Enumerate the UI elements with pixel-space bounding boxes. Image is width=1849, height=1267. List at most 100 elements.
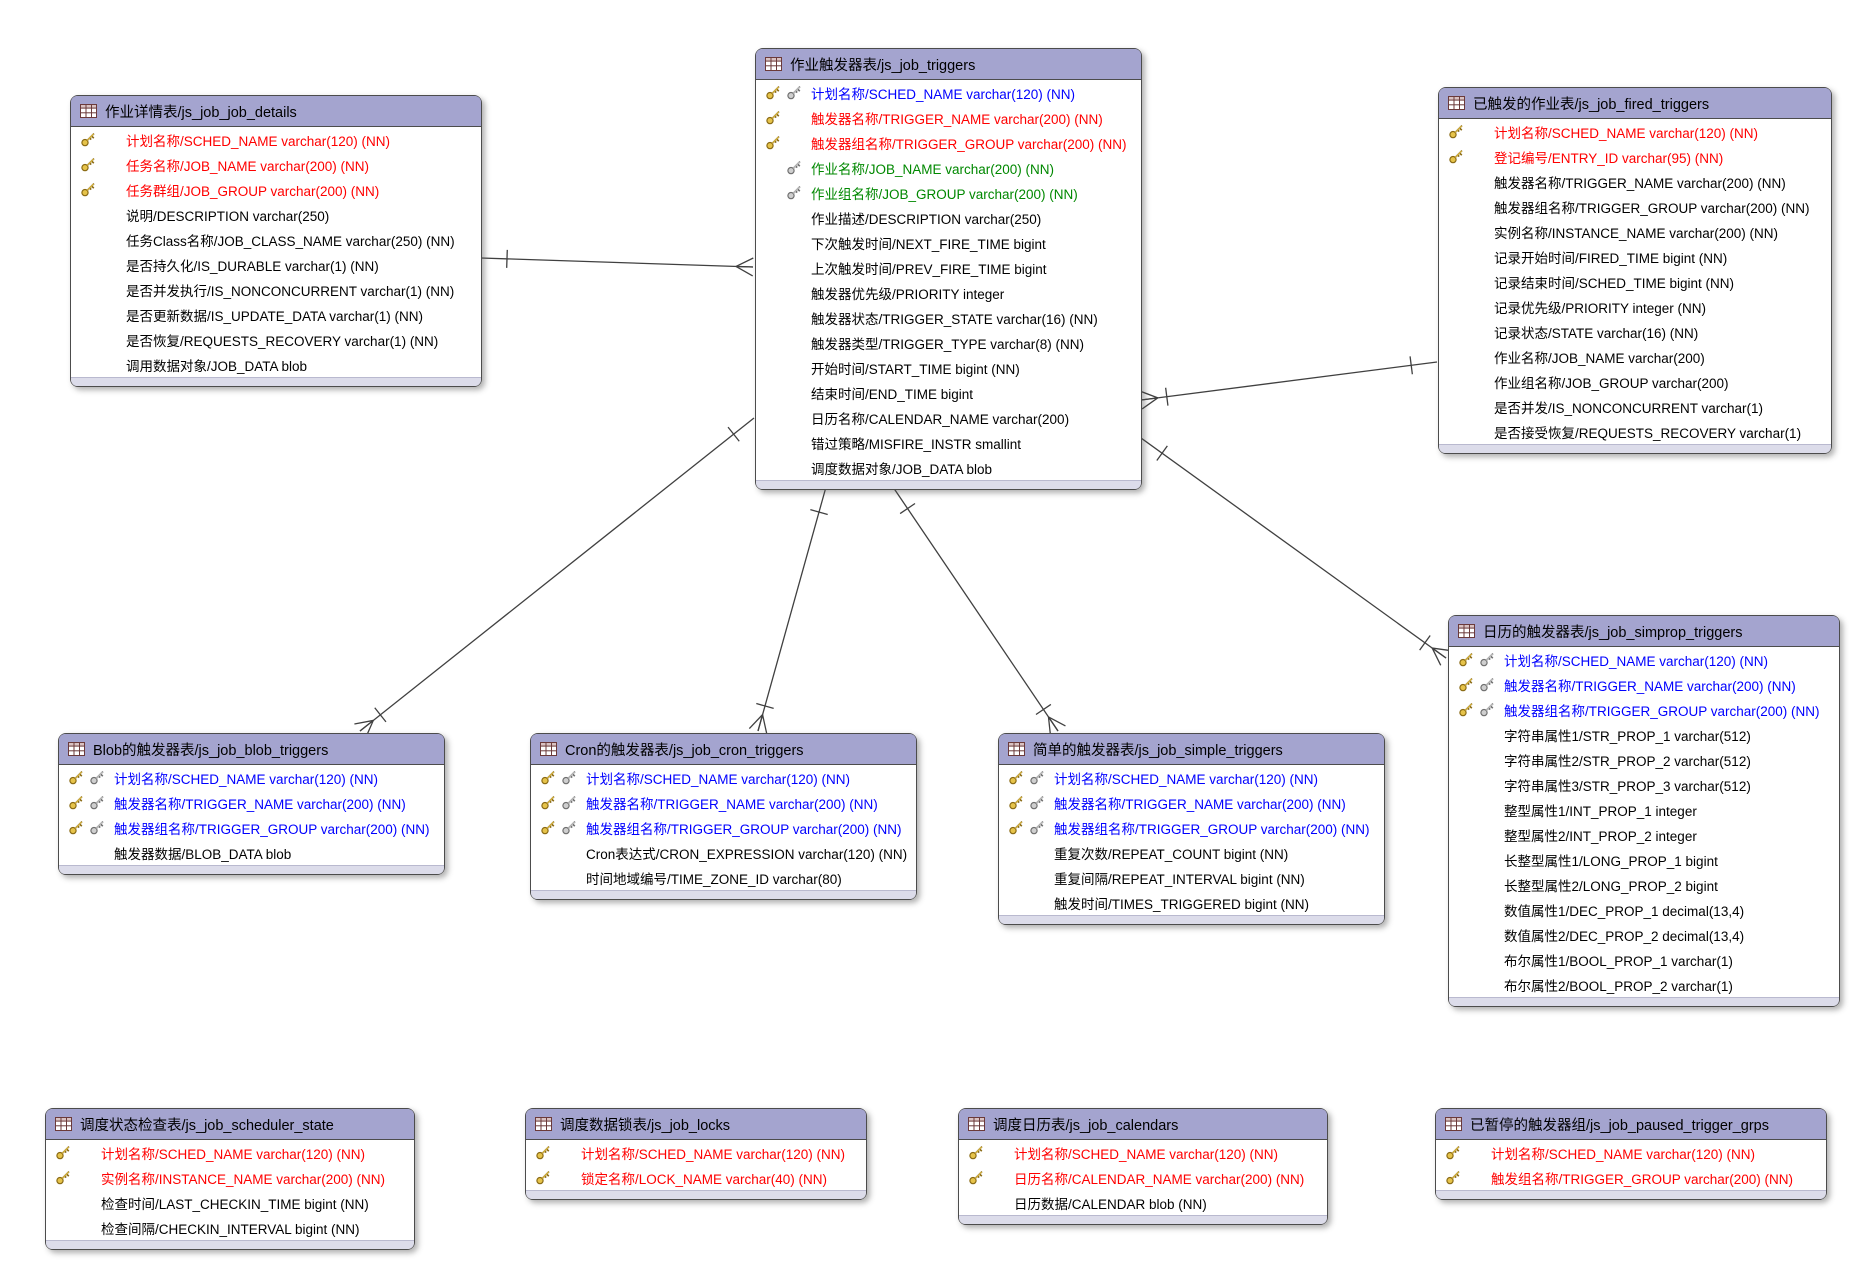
column-row[interactable]: 计划名称/SCHED_NAME varchar(120) (NN) (71, 127, 481, 152)
column-row[interactable]: 触发器数据/BLOB_DATA blob (59, 840, 444, 865)
column-row[interactable]: 调度数据对象/JOB_DATA blob (756, 455, 1141, 480)
column-row[interactable]: 日历数据/CALENDAR blob (NN) (959, 1190, 1327, 1215)
column-row[interactable]: 登记编号/ENTRY_ID varchar(95) (NN) (1439, 144, 1831, 169)
column-row[interactable]: 触发器优先级/PRIORITY integer (756, 280, 1141, 305)
relationship-line-js_job_fired_triggers-to-js_job_triggers[interactable] (1139, 356, 1438, 410)
column-row[interactable]: 布尔属性1/BOOL_PROP_1 varchar(1) (1449, 947, 1839, 972)
column-row[interactable]: 记录结束时间/SCHED_TIME bigint (NN) (1439, 269, 1831, 294)
column-row[interactable]: 计划名称/SCHED_NAME varchar(120) (NN) (46, 1140, 414, 1165)
relationship-line-js_job_triggers-to-js_job_cron_triggers[interactable] (748, 486, 828, 734)
column-row[interactable]: 触发器组名称/TRIGGER_GROUP varchar(200) (NN) (59, 815, 444, 840)
table-title-bar-js_job_simprop_triggers[interactable]: 日历的触发器表/js_job_simprop_triggers (1449, 616, 1839, 647)
column-row[interactable]: 是否并发/IS_NONCONCURRENT varchar(1) (1439, 394, 1831, 419)
column-row[interactable]: 计划名称/SCHED_NAME varchar(120) (NN) (531, 765, 916, 790)
column-row[interactable]: 日历名称/CALENDAR_NAME varchar(200) (756, 405, 1141, 430)
column-row[interactable]: 说明/DESCRIPTION varchar(250) (71, 202, 481, 227)
column-row[interactable]: 计划名称/SCHED_NAME varchar(120) (NN) (756, 80, 1141, 105)
table-title-bar-js_job_blob_triggers[interactable]: Blob的触发器表/js_job_blob_triggers (59, 734, 444, 765)
column-row[interactable]: 触发器类型/TRIGGER_TYPE varchar(8) (NN) (756, 330, 1141, 355)
column-row[interactable]: 实例名称/INSTANCE_NAME varchar(200) (NN) (1439, 219, 1831, 244)
column-row[interactable]: 锁定名称/LOCK_NAME varchar(40) (NN) (526, 1165, 866, 1190)
column-row[interactable]: 检查时间/LAST_CHECKIN_TIME bigint (NN) (46, 1190, 414, 1215)
column-row[interactable]: 下次触发时间/NEXT_FIRE_TIME bigint (756, 230, 1141, 255)
column-row[interactable]: 重复次数/REPEAT_COUNT bigint (NN) (999, 840, 1384, 865)
column-row[interactable]: 触发器名称/TRIGGER_NAME varchar(200) (NN) (999, 790, 1384, 815)
column-row[interactable]: 触发器组名称/TRIGGER_GROUP varchar(200) (NN) (1449, 697, 1839, 722)
column-row[interactable]: 字符串属性1/STR_PROP_1 varchar(512) (1449, 722, 1839, 747)
column-row[interactable]: 触发时间/TIMES_TRIGGERED bigint (NN) (999, 890, 1384, 915)
relationship-line-js_job_job_details-to-js_job_triggers[interactable] (480, 249, 754, 277)
column-row[interactable]: 长整型属性2/LONG_PROP_2 bigint (1449, 872, 1839, 897)
column-row[interactable]: 触发器名称/TRIGGER_NAME varchar(200) (NN) (1439, 169, 1831, 194)
column-row[interactable]: 触发器状态/TRIGGER_STATE varchar(16) (NN) (756, 305, 1141, 330)
column-row[interactable]: 整型属性1/INT_PROP_1 integer (1449, 797, 1839, 822)
column-row[interactable]: 触发器组名称/TRIGGER_GROUP varchar(200) (NN) (999, 815, 1384, 840)
table-title-bar-js_job_calendars[interactable]: 调度日历表/js_job_calendars (959, 1109, 1327, 1140)
table-title-bar-js_job_locks[interactable]: 调度数据锁表/js_job_locks (526, 1109, 866, 1140)
column-row[interactable]: 触发器名称/TRIGGER_NAME varchar(200) (NN) (531, 790, 916, 815)
column-row[interactable]: 任务名称/JOB_NAME varchar(200) (NN) (71, 152, 481, 177)
column-row[interactable]: 触发器名称/TRIGGER_NAME varchar(200) (NN) (1449, 672, 1839, 697)
table-title-bar-js_job_triggers[interactable]: 作业触发器表/js_job_triggers (756, 49, 1141, 80)
column-row[interactable]: 计划名称/SCHED_NAME varchar(120) (NN) (959, 1140, 1327, 1165)
column-row[interactable]: 任务群组/JOB_GROUP varchar(200) (NN) (71, 177, 481, 202)
column-row[interactable]: 时间地域编号/TIME_ZONE_ID varchar(80) (531, 865, 916, 890)
column-row[interactable]: Cron表达式/CRON_EXPRESSION varchar(120) (NN… (531, 840, 916, 865)
column-row[interactable]: 作业名称/JOB_NAME varchar(200) (1439, 344, 1831, 369)
table-title-bar-js_job_simple_triggers[interactable]: 简单的触发器表/js_job_simple_triggers (999, 734, 1384, 765)
column-row[interactable]: 计划名称/SCHED_NAME varchar(120) (NN) (1439, 119, 1831, 144)
column-row[interactable]: 计划名称/SCHED_NAME varchar(120) (NN) (999, 765, 1384, 790)
column-row[interactable]: 记录状态/STATE varchar(16) (NN) (1439, 319, 1831, 344)
column-row[interactable]: 作业组名称/JOB_GROUP varchar(200) (1439, 369, 1831, 394)
column-row[interactable]: 是否并发执行/IS_NONCONCURRENT varchar(1) (NN) (71, 277, 481, 302)
column-row[interactable]: 日历名称/CALENDAR_NAME varchar(200) (NN) (959, 1165, 1327, 1190)
column-row[interactable]: 触发器名称/TRIGGER_NAME varchar(200) (NN) (756, 105, 1141, 130)
column-row[interactable]: 结束时间/END_TIME bigint (756, 380, 1141, 405)
table-title-bar-js_job_fired_triggers[interactable]: 已触发的作业表/js_job_fired_triggers (1439, 88, 1831, 119)
column-row[interactable]: 上次触发时间/PREV_FIRE_TIME bigint (756, 255, 1141, 280)
column-row[interactable]: 触发器组名称/TRIGGER_GROUP varchar(200) (NN) (756, 130, 1141, 155)
column-row[interactable]: 是否接受恢复/REQUESTS_RECOVERY varchar(1) (1439, 419, 1831, 444)
column-row[interactable]: 任务Class名称/JOB_CLASS_NAME varchar(250) (N… (71, 227, 481, 252)
column-row[interactable]: 数值属性1/DEC_PROP_1 decimal(13,4) (1449, 897, 1839, 922)
column-row[interactable]: 记录优先级/PRIORITY integer (NN) (1439, 294, 1831, 319)
column-row[interactable]: 触发器名称/TRIGGER_NAME varchar(200) (NN) (59, 790, 444, 815)
column-row[interactable]: 是否更新数据/IS_UPDATE_DATA varchar(1) (NN) (71, 302, 481, 327)
table-title-bar-js_job_scheduler_state[interactable]: 调度状态检查表/js_job_scheduler_state (46, 1109, 414, 1140)
relationship-line-js_job_triggers-to-js_job_blob_triggers[interactable] (354, 417, 755, 739)
column-row[interactable]: 作业描述/DESCRIPTION varchar(250) (756, 205, 1141, 230)
column-row[interactable]: 计划名称/SCHED_NAME varchar(120) (NN) (1436, 1140, 1826, 1165)
column-row[interactable]: 数值属性2/DEC_PROP_2 decimal(13,4) (1449, 922, 1839, 947)
column-row[interactable]: 布尔属性2/BOOL_PROP_2 varchar(1) (1449, 972, 1839, 997)
column-row[interactable]: 长整型属性1/LONG_PROP_1 bigint (1449, 847, 1839, 872)
column-row[interactable]: 触发组名称/TRIGGER_GROUP varchar(200) (NN) (1436, 1165, 1826, 1190)
column-row[interactable]: 实例名称/INSTANCE_NAME varchar(200) (NN) (46, 1165, 414, 1190)
table-title-bar-js_job_job_details[interactable]: 作业详情表/js_job_job_details (71, 96, 481, 127)
column-row[interactable]: 计划名称/SCHED_NAME varchar(120) (NN) (59, 765, 444, 790)
column-row[interactable]: 错过策略/MISFIRE_INSTR smallint (756, 430, 1141, 455)
column-row[interactable]: 作业组名称/JOB_GROUP varchar(200) (NN) (756, 180, 1141, 205)
column-row[interactable]: 重复间隔/REPEAT_INTERVAL bigint (NN) (999, 865, 1384, 890)
relationship-line-js_job_triggers-to-js_job_simprop_triggers[interactable] (1140, 437, 1452, 666)
table-title-bar-js_job_paused_trigger_grps[interactable]: 已暂停的触发器组/js_job_paused_trigger_grps (1436, 1109, 1826, 1140)
column-row[interactable]: 计划名称/SCHED_NAME varchar(120) (NN) (1449, 647, 1839, 672)
column-row[interactable]: 作业名称/JOB_NAME varchar(200) (NN) (756, 155, 1141, 180)
column-row[interactable]: 触发器组名称/TRIGGER_GROUP varchar(200) (NN) (531, 815, 916, 840)
relationship-line-js_job_triggers-to-js_job_simple_triggers[interactable] (892, 486, 1066, 737)
column-row[interactable]: 调用数据对象/JOB_DATA blob (71, 352, 481, 377)
column-row[interactable]: 是否持久化/IS_DURABLE varchar(1) (NN) (71, 252, 481, 277)
table-title-bar-js_job_cron_triggers[interactable]: Cron的触发器表/js_job_cron_triggers (531, 734, 916, 765)
column-row[interactable]: 整型属性2/INT_PROP_2 integer (1449, 822, 1839, 847)
column-row[interactable]: 开始时间/START_TIME bigint (NN) (756, 355, 1141, 380)
column-row[interactable]: 字符串属性2/STR_PROP_2 varchar(512) (1449, 747, 1839, 772)
